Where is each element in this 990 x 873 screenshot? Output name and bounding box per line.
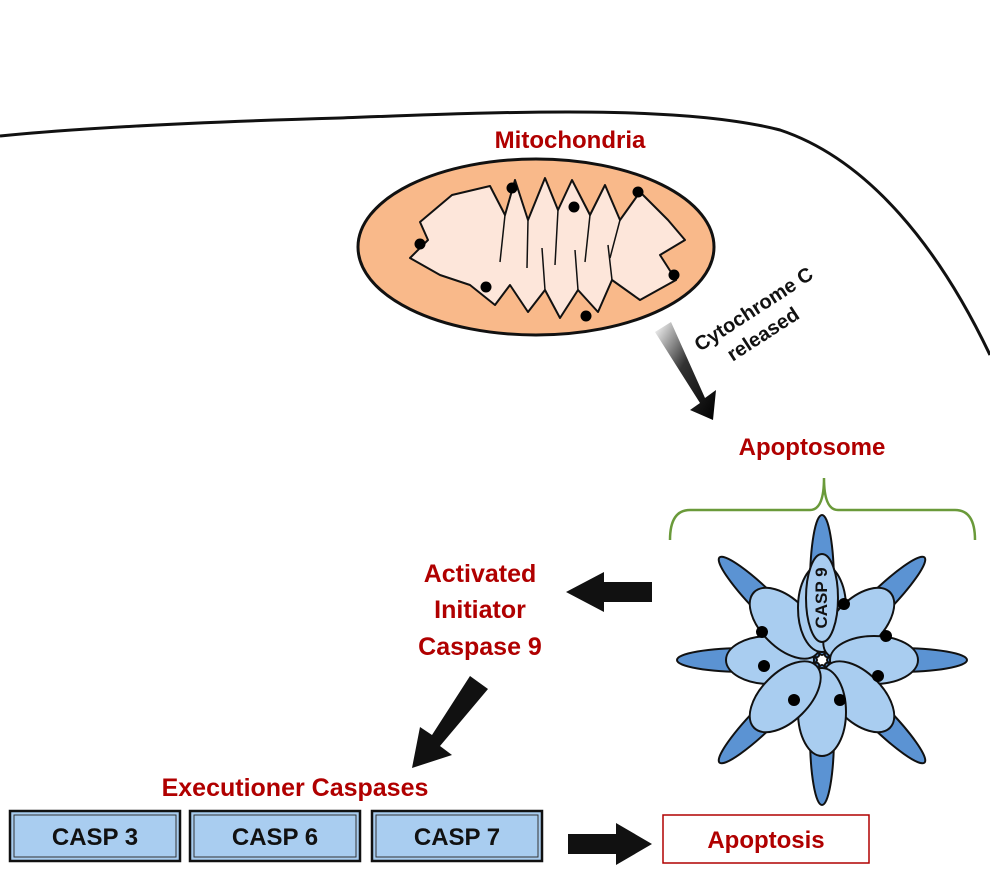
activated-label-line3: Caspase 9 — [418, 633, 542, 661]
casp3-label: CASP 3 — [52, 824, 138, 851]
apoptosis-label: Apoptosis — [707, 827, 824, 854]
arrow-to-executioner — [412, 676, 488, 768]
activated-label-line2: Initiator — [434, 596, 526, 624]
apoptosome-complex: CASP 9 — [676, 514, 968, 806]
apoptosome-bracket — [668, 477, 977, 541]
casp6-box: CASP 6 — [188, 809, 362, 863]
activated-label-line1: Activated — [424, 560, 537, 588]
apoptosis-box — [662, 814, 870, 864]
apoptosome-label: Apoptosome — [739, 434, 886, 461]
casp6-label: CASP 6 — [232, 824, 318, 851]
arrow-to-apoptosis — [568, 823, 652, 865]
cytochrome-arrow — [655, 322, 716, 420]
executioner-label: Executioner Caspases — [162, 774, 429, 802]
arrow-to-caspase9 — [566, 572, 652, 612]
casp7-box: CASP 7 — [370, 809, 544, 863]
casp9-label: CASP 9 — [812, 567, 831, 628]
mitochondria-label: Mitochondria — [495, 127, 646, 154]
casp7-label: CASP 7 — [414, 824, 500, 851]
mitochondria-organelle — [356, 157, 716, 337]
casp3-box: CASP 3 — [8, 809, 182, 863]
cell-membrane — [0, 110, 990, 356]
